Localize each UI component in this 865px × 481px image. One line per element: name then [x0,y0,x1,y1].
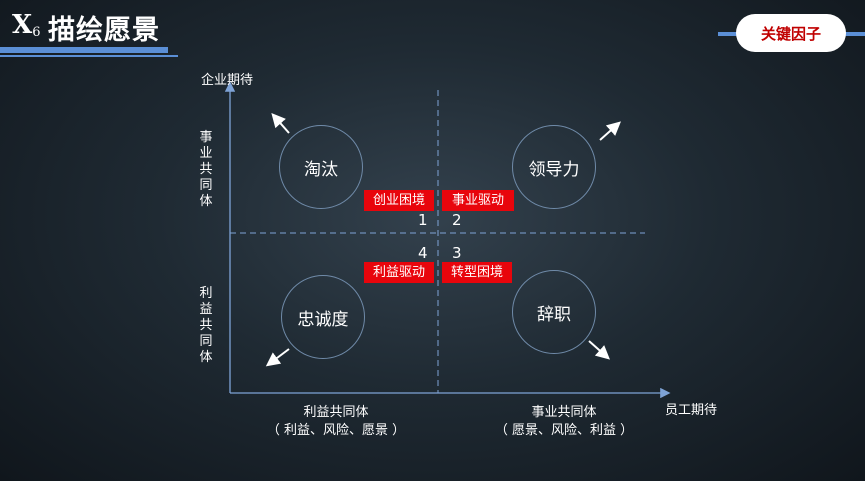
title-underline-thin [0,55,178,57]
tag-career-driven: 事业驱动 [442,190,514,211]
quadrant-number-4: 4 [418,244,428,262]
arrow-up-right-icon [599,121,621,141]
logo-subscript: 6 [32,25,41,40]
quadrant-number-1: 1 [418,211,428,229]
x-right-label: 事业共同体 （ 愿景、风险、利益 ） [464,404,664,440]
quadrant-number-2: 2 [452,211,462,229]
x-right-line1: 事业共同体 [531,405,597,420]
arrow-down-left-icon [265,348,290,367]
circle-eliminate: 淘汰 [279,125,363,209]
circle-resign: 辞职 [512,270,596,354]
y-axis-label: 企业期待 [201,73,254,88]
circle-leadership: 领导力 [512,125,596,209]
x-left-line2: （ 利益、风险、愿景 ） [266,423,406,438]
tag-interest-driven: 利益驱动 [364,262,434,283]
quadrant-number-3: 3 [452,244,462,262]
logo-letter: X [12,10,33,40]
page-title: 描绘愿景 [48,15,160,46]
y-lower-label: 利益共同体 [199,286,213,365]
tag-startup-dilemma: 创业困境 [364,190,434,211]
title-underline-thick [0,47,168,53]
x-left-label: 利益共同体 （ 利益、风险、愿景 ） [236,404,436,440]
key-factor-badge: 关键因子 [736,14,846,52]
logo-mark: X6 [12,10,40,40]
x-left-line1: 利益共同体 [303,405,369,420]
tag-transition-dilemma: 转型困境 [442,262,512,283]
y-upper-label: 事业共同体 [199,130,213,209]
arrow-down-right-icon [588,340,610,360]
circle-loyalty: 忠诚度 [281,275,365,359]
x-right-line2: （ 愿景、风险、利益 ） [494,423,634,438]
arrow-up-left-icon [271,113,290,134]
x-axis-label: 员工期待 [665,403,718,418]
